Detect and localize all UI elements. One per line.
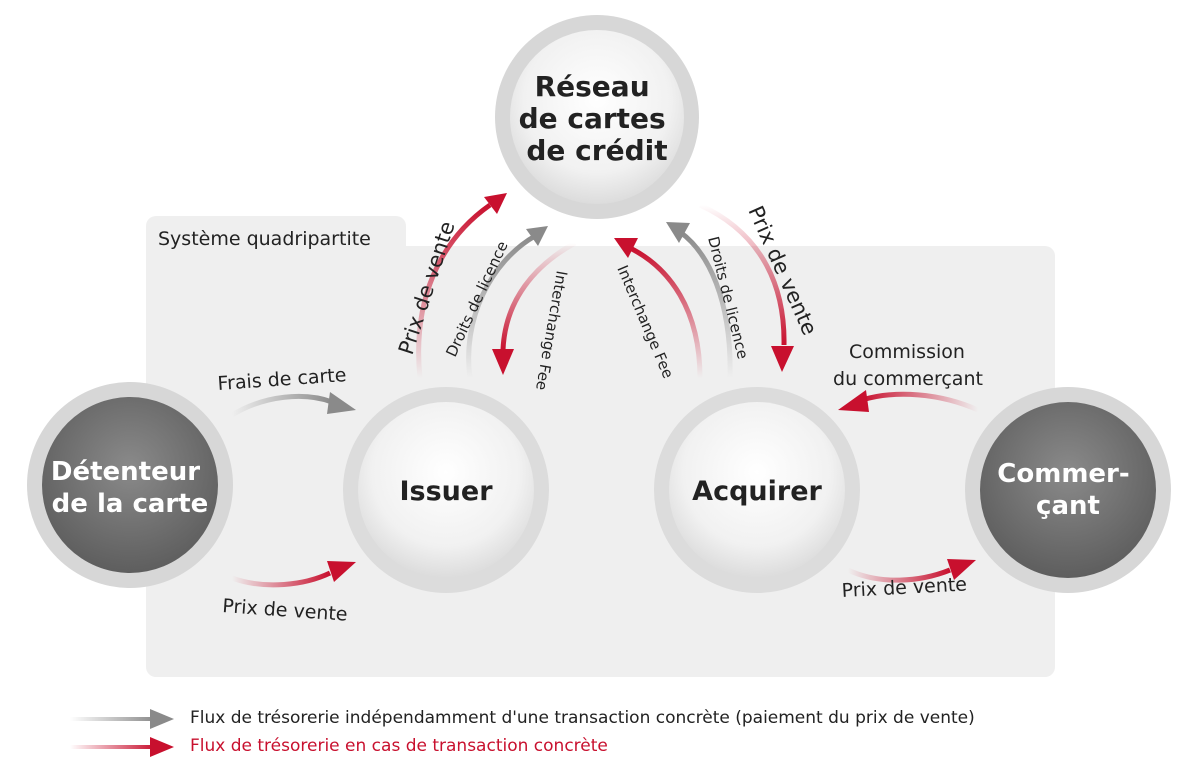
svg-text:Réseau de cartes d: Réseau de cartes de crédit — [519, 70, 676, 167]
node-issuer: Issuer — [343, 387, 549, 593]
legend-gray: Flux de trésorerie indépendamment d'une … — [70, 706, 1170, 732]
flow-label-merchant-commission: Commission du commerçant — [833, 341, 983, 390]
issuer-label: Issuer — [399, 476, 493, 507]
legend-red: Flux de trésorerie en cas de transaction… — [70, 734, 1170, 760]
legend-red-text: Flux de trésorerie en cas de transaction… — [190, 736, 608, 756]
svg-text:Détenteur de la carte: Détenteur de la carte — [51, 457, 209, 519]
cardholder-line-1: Détenteur — [51, 457, 200, 487]
merchant-commission-line-2: du commerçant — [833, 368, 983, 390]
arrow-cardholder-to-issuer-price — [231, 561, 356, 588]
node-acquirer: Acquirer — [654, 387, 860, 593]
arrow-acquirer-to-network-interchange — [614, 238, 703, 379]
arrow-network-to-issuer-interchange — [492, 240, 577, 375]
merchant-line-1: Commer- — [997, 459, 1129, 489]
node-merchant: Commer- çant — [965, 387, 1171, 593]
network-line-2: de cartes — [519, 102, 666, 135]
merchant-line-2: çant — [1036, 491, 1100, 521]
arrow-acquirer-to-merchant-price — [846, 559, 976, 583]
node-cardholder: Détenteur de la carte — [27, 382, 233, 588]
gray-arrow-icon — [70, 709, 174, 729]
arrow-merchant-to-acquirer-commission — [838, 390, 980, 413]
legend-gray-text: Flux de trésorerie indépendamment d'une … — [190, 708, 975, 728]
arrow-acquirer-to-network-license — [666, 222, 733, 379]
acquirer-label: Acquirer — [692, 476, 822, 507]
red-arrow-icon — [70, 737, 174, 757]
network-line-3: de crédit — [526, 134, 667, 167]
cardholder-line-2: de la carte — [52, 489, 209, 519]
merchant-commission-line-1: Commission — [849, 341, 965, 363]
network-line-1: Réseau — [535, 70, 650, 103]
system-label: Système quadripartite — [158, 228, 371, 250]
arrow-network-to-acquirer-price — [698, 202, 794, 372]
arrow-issuer-to-network-license — [466, 226, 548, 379]
svg-text:Commer- çant: Commer- çant — [997, 459, 1138, 521]
arrow-issuer-to-network-price — [416, 193, 507, 379]
arrow-cardholder-to-issuer-fee — [230, 392, 356, 418]
node-network: Réseau de cartes de crédit — [495, 15, 699, 219]
